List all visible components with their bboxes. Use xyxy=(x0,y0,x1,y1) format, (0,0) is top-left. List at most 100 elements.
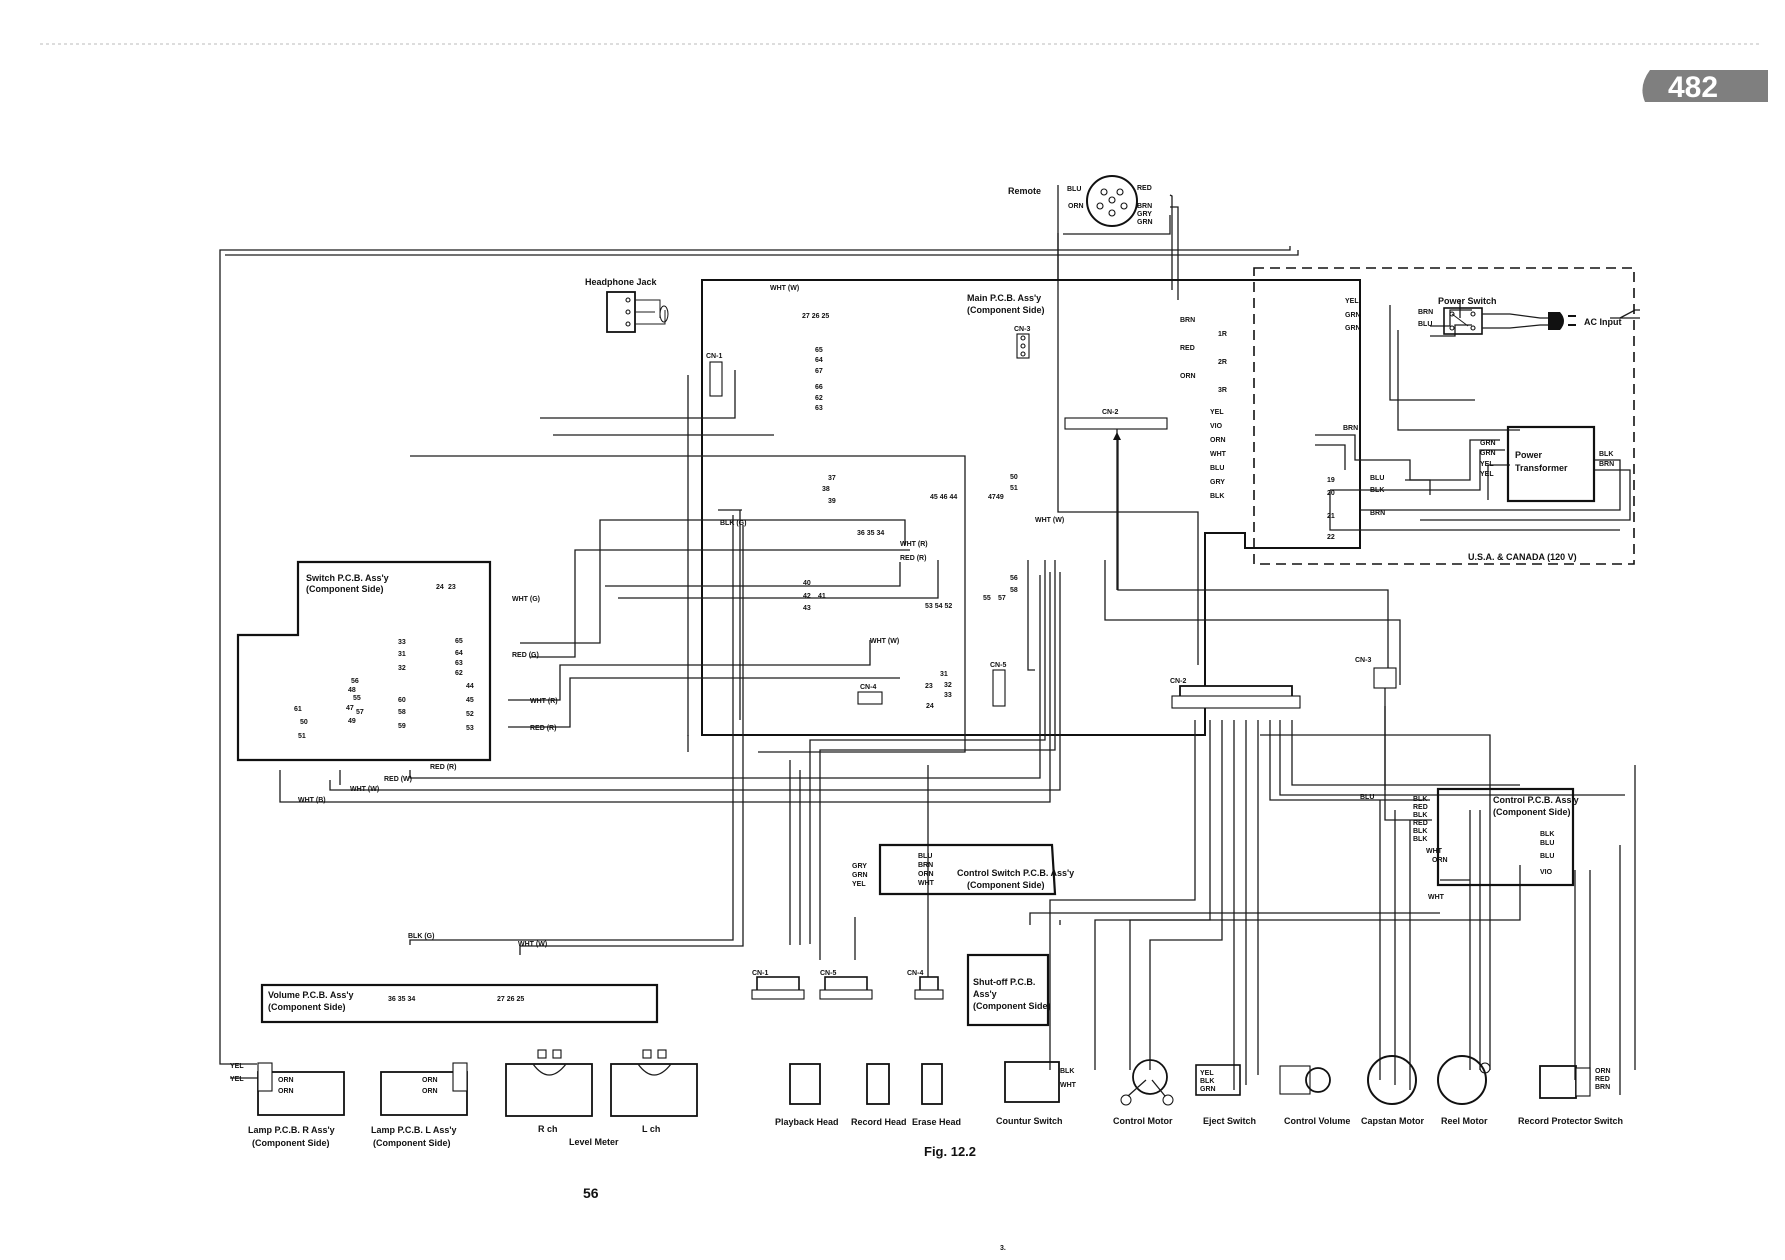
svg-text:Remote: Remote xyxy=(1008,186,1041,196)
svg-text:Countur Switch: Countur Switch xyxy=(996,1116,1063,1126)
ac-plug-icon: AC Input xyxy=(1482,312,1622,330)
svg-text:Capstan Motor: Capstan Motor xyxy=(1361,1116,1424,1126)
main-cn5: CN-5 xyxy=(990,662,1006,707)
svg-text:47: 47 xyxy=(988,494,996,501)
svg-text:WHT (W): WHT (W) xyxy=(350,786,379,793)
switch-pcb: Switch P.C.B. Ass'y (Component Side) xyxy=(236,560,492,762)
svg-text:47: 47 xyxy=(346,705,354,712)
counter-switch: Countur Switch xyxy=(996,1061,1063,1126)
svg-text:42: 42 xyxy=(803,593,811,600)
svg-text:20: 20 xyxy=(1327,490,1335,497)
svg-text:YEL: YEL xyxy=(852,881,866,888)
svg-text:ORN: ORN xyxy=(278,1088,294,1095)
svg-text:BLU: BLU xyxy=(1370,475,1384,482)
svg-text:YEL: YEL xyxy=(1345,298,1359,305)
svg-text:Control Motor: Control Motor xyxy=(1113,1116,1173,1126)
svg-text:37: 37 xyxy=(828,475,836,482)
remote-connector: Remote BLU ORN RED BRN GRY GRN xyxy=(1008,175,1153,227)
svg-text:WHT (B): WHT (B) xyxy=(298,797,326,804)
svg-text:1R: 1R xyxy=(1218,331,1227,338)
svg-text:GRY: GRY xyxy=(1210,479,1225,486)
svg-text:BRN: BRN xyxy=(1370,510,1385,517)
svg-text:U.S.A. & CANADA (120 V): U.S.A. & CANADA (120 V) xyxy=(1468,552,1577,562)
svg-text:YEL: YEL xyxy=(1200,1070,1214,1077)
switch-pcb-pins: 65 64 63 62 44 45 53 52 33 31 32 24 23 6… xyxy=(294,584,474,740)
svg-text:38: 38 xyxy=(822,486,830,493)
svg-text:62: 62 xyxy=(815,395,823,402)
svg-text:GRY: GRY xyxy=(852,863,867,870)
svg-text:VIO: VIO xyxy=(1540,869,1553,876)
svg-text:ORN: ORN xyxy=(1210,437,1226,444)
svg-text:Record Head: Record Head xyxy=(851,1117,907,1127)
svg-text:CN-4: CN-4 xyxy=(860,684,876,691)
svg-text:BLK (G): BLK (G) xyxy=(408,933,434,940)
svg-text:ORN: ORN xyxy=(278,1077,294,1084)
svg-text:(Component Side): (Component Side) xyxy=(973,1001,1051,1011)
svg-text:BLK: BLK xyxy=(1599,451,1613,458)
svg-text:YEL: YEL xyxy=(1480,471,1494,478)
main-cn1: CN-1 xyxy=(706,353,723,397)
svg-text:CN-1: CN-1 xyxy=(706,353,722,360)
svg-text:Control P.C.B. Ass'y: Control P.C.B. Ass'y xyxy=(1493,795,1579,805)
svg-text:CN-2: CN-2 xyxy=(1102,409,1118,416)
lamp-pcb-l: Lamp P.C.B. L Ass'y (Component Side) xyxy=(371,1062,468,1148)
svg-text:66: 66 xyxy=(815,384,823,391)
svg-text:Transformer: Transformer xyxy=(1515,463,1568,473)
svg-text:49: 49 xyxy=(348,718,356,725)
svg-text:WHT (W): WHT (W) xyxy=(518,941,547,948)
svg-text:BLU: BLU xyxy=(1067,186,1081,193)
power-transformer: Power Transformer xyxy=(1506,425,1596,503)
svg-text:48: 48 xyxy=(348,687,356,694)
level-meter-label: Level Meter xyxy=(569,1137,619,1147)
svg-text:(Component Side): (Component Side) xyxy=(306,584,384,594)
headphone-jack: Headphone Jack xyxy=(585,277,669,333)
svg-text:57: 57 xyxy=(356,709,364,716)
svg-text:WHT: WHT xyxy=(1210,451,1227,458)
control-switch-pcb: Control Switch P.C.B. Ass'y (Component S… xyxy=(878,843,1074,896)
record-head: CN-5 Record Head xyxy=(819,970,907,1127)
svg-text:24: 24 xyxy=(926,703,934,710)
svg-text:63: 63 xyxy=(455,660,463,667)
svg-text:GRN: GRN xyxy=(1200,1086,1216,1093)
svg-text:BRN: BRN xyxy=(1599,461,1614,468)
svg-text:57: 57 xyxy=(998,595,1006,602)
svg-text:RED (R): RED (R) xyxy=(430,764,456,771)
svg-text:BRN: BRN xyxy=(1595,1084,1610,1091)
cn3-connector: CN-3 xyxy=(1355,657,1397,689)
svg-text:60: 60 xyxy=(398,697,406,704)
svg-text:ORN: ORN xyxy=(1595,1068,1611,1075)
svg-text:53 54 52: 53 54 52 xyxy=(925,603,952,610)
svg-text:RED: RED xyxy=(1180,345,1195,352)
svg-text:33: 33 xyxy=(398,639,406,646)
svg-text:Control Volume: Control Volume xyxy=(1284,1116,1350,1126)
svg-text:AC Input: AC Input xyxy=(1584,317,1622,327)
svg-text:WHT (W): WHT (W) xyxy=(770,285,799,292)
svg-text:WHT (R): WHT (R) xyxy=(530,698,558,705)
capstan-motor: Capstan Motor xyxy=(1361,1055,1424,1126)
svg-text:WHT (G): WHT (G) xyxy=(512,596,540,603)
svg-text:YEL: YEL xyxy=(230,1076,244,1083)
svg-text:45: 45 xyxy=(466,697,474,704)
svg-text:BRN: BRN xyxy=(1137,203,1152,210)
main-terminals: BRN RED ORN 1R 2R 3R YEL VIO ORN WHT BLU… xyxy=(1180,298,1385,541)
svg-text:65: 65 xyxy=(455,638,463,645)
svg-text:BLK: BLK xyxy=(1413,796,1427,803)
svg-text:WHT: WHT xyxy=(1060,1082,1077,1089)
svg-text:RED (R): RED (R) xyxy=(530,725,556,732)
svg-text:58: 58 xyxy=(398,709,406,716)
svg-text:CN-3: CN-3 xyxy=(1355,657,1371,664)
svg-text:45 46 44: 45 46 44 xyxy=(930,494,957,501)
volume-pins-left: 36 35 34 xyxy=(388,996,415,1003)
svg-text:RED: RED xyxy=(1413,820,1428,827)
svg-text:GRY: GRY xyxy=(1137,211,1152,218)
svg-text:ORN: ORN xyxy=(918,871,934,878)
playback-head: CN-1 Playback Head xyxy=(751,970,839,1127)
lamp-pcb-r: Lamp P.C.B. R Ass'y (Component Side) xyxy=(248,1062,345,1148)
svg-text:51: 51 xyxy=(298,733,306,740)
svg-text:WHT: WHT xyxy=(1428,894,1445,901)
svg-text:19: 19 xyxy=(1327,477,1335,484)
svg-text:L ch: L ch xyxy=(642,1124,660,1134)
wiring-lines xyxy=(219,185,1640,1095)
svg-text:VIO: VIO xyxy=(1210,423,1223,430)
control-motor: Control Motor xyxy=(1113,1059,1174,1126)
